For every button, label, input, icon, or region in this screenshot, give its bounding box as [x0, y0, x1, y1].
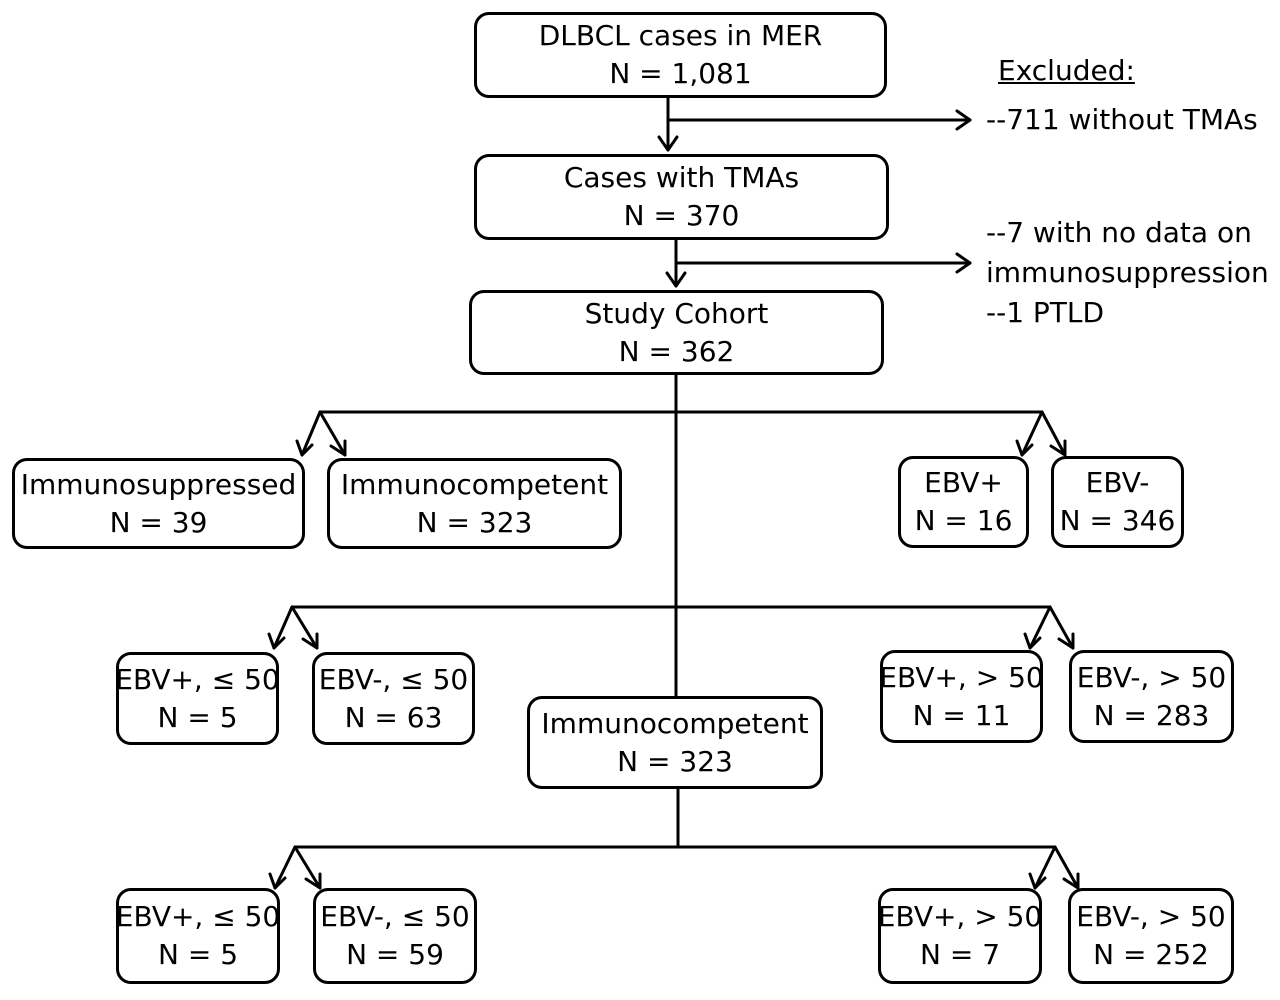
- box-ebv-pos-gt50: EBV+, > 50 N = 11: [879, 650, 1044, 743]
- box-count: N = 346: [1059, 504, 1176, 537]
- box-count: N = 7: [919, 938, 1001, 971]
- box-label: EBV+, > 50: [877, 900, 1043, 933]
- box-study-cohort: Study Cohort N = 362: [469, 290, 884, 375]
- box-label: EBV+: [924, 466, 1003, 499]
- box-count: N = 39: [109, 505, 208, 539]
- arrowhead: [295, 439, 314, 457]
- arrowhead: [267, 632, 286, 650]
- box-immunocompetent: Immunocompetent N = 323: [327, 458, 622, 549]
- box-label: Cases with TMAs: [563, 161, 800, 194]
- box-immunosuppressed: Immunosuppressed N = 39: [12, 458, 305, 549]
- box-count: N = 16: [914, 504, 1013, 537]
- box-count: N = 11: [912, 698, 1011, 732]
- box-label: EBV-: [1085, 466, 1150, 499]
- arrowhead: [665, 271, 687, 288]
- arrowhead: [1023, 632, 1042, 650]
- box-label: EBV+, ≤ 50: [115, 900, 281, 933]
- box-label: DLBCL cases in MER: [538, 19, 823, 52]
- arrowhead: [268, 872, 287, 890]
- box-count: N = 5: [157, 938, 239, 971]
- box-ebv-pos-le50: EBV+, ≤ 50 N = 5: [115, 652, 280, 745]
- arrowhead: [1057, 632, 1075, 650]
- box-label: EBV-, > 50: [1076, 900, 1226, 933]
- arrowhead: [1028, 872, 1047, 890]
- box-count: N = 283: [1093, 698, 1210, 732]
- box-ebv-neg-gt50: EBV-, > 50 N = 283: [1069, 650, 1234, 743]
- box-label: EBV-, ≤ 50: [318, 662, 469, 696]
- arrowhead: [329, 439, 347, 457]
- box-count: N = 370: [623, 199, 740, 232]
- excluded-item-ptld: --1 PTLD: [986, 296, 1105, 329]
- box-count: N = 362: [618, 334, 735, 368]
- box-immcomp-ebv-pos-gt50: EBV+, > 50 N = 7: [878, 888, 1042, 984]
- box-label: Study Cohort: [584, 296, 769, 330]
- box-count: N = 5: [157, 700, 238, 734]
- excluded-item-immunosuppression: immunosuppression: [986, 256, 1269, 289]
- box-count: N = 252: [1093, 938, 1209, 971]
- box-label: EBV-, ≤ 50: [320, 900, 470, 933]
- box-cases-with-tmas: Cases with TMAs N = 370: [474, 154, 889, 240]
- box-ebv-positive: EBV+ N = 16: [898, 456, 1029, 548]
- box-immcomp-ebv-neg-le50: EBV-, ≤ 50 N = 59: [313, 888, 477, 984]
- box-label: Immunocompetent: [541, 706, 809, 740]
- box-immcomp-ebv-pos-le50: EBV+, ≤ 50 N = 5: [116, 888, 280, 984]
- box-label: EBV-, > 50: [1076, 660, 1227, 694]
- arrowhead: [301, 632, 319, 650]
- box-count: N = 59: [346, 938, 444, 971]
- box-ebv-negative: EBV- N = 346: [1051, 456, 1184, 548]
- excluded-item-no-data: --7 with no data on: [986, 216, 1252, 249]
- box-count: N = 1,081: [609, 57, 752, 90]
- arrowhead: [1015, 439, 1034, 457]
- box-label: Immunosuppressed: [20, 467, 297, 501]
- arrowhead: [657, 135, 679, 152]
- arrowhead: [1049, 439, 1067, 457]
- box-ebv-neg-le50: EBV-, ≤ 50 N = 63: [312, 652, 475, 745]
- box-count: N = 323: [617, 744, 733, 778]
- arrowhead: [955, 109, 972, 131]
- arrowhead: [955, 252, 972, 274]
- box-count: N = 323: [416, 505, 533, 539]
- box-count: N = 63: [344, 700, 443, 734]
- box-immunocompetent-subgroup: Immunocompetent N = 323: [527, 696, 823, 789]
- excluded-title: Excluded:: [998, 54, 1135, 87]
- box-dlbcl-cases-mer: DLBCL cases in MER N = 1,081: [474, 12, 887, 98]
- arrowhead: [304, 872, 322, 890]
- box-label: EBV+, > 50: [879, 660, 1044, 694]
- box-label: EBV+, ≤ 50: [115, 662, 280, 696]
- excluded-item-no-tmas: --711 without TMAs: [986, 103, 1258, 136]
- box-immcomp-ebv-neg-gt50: EBV-, > 50 N = 252: [1068, 888, 1234, 984]
- box-label: Immunocompetent: [340, 467, 609, 501]
